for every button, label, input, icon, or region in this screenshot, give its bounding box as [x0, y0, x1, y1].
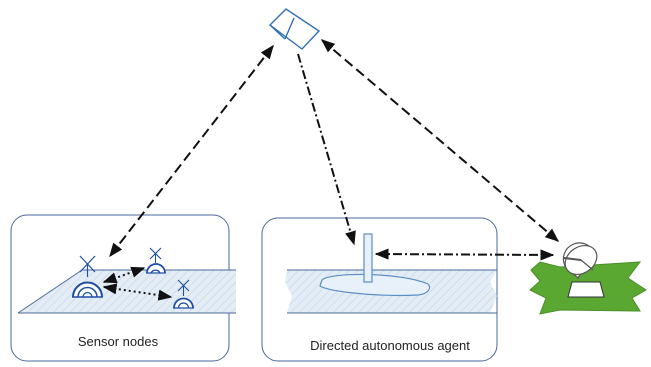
sensor-nodes-label: Sensor nodes	[78, 334, 159, 349]
directed-agent-label: Directed autonomous agent	[310, 338, 470, 353]
link-satellite-ground-station	[320, 39, 560, 242]
sensor-node-icon	[72, 255, 103, 298]
sensor-nodes-panel: Sensor nodes	[10, 214, 236, 362]
autonomous-agent-icon	[319, 233, 431, 297]
link-agent-ground-station	[374, 248, 555, 261]
directed-agent-panel: Directed autonomous agent	[261, 217, 498, 362]
link-node1-node3	[102, 283, 173, 301]
link-node1-node2	[102, 266, 146, 284]
satellite-dish-icon	[529, 242, 647, 315]
satellite-icon	[268, 8, 321, 50]
link-satellite-agent	[297, 53, 356, 246]
sensor-node-icon	[173, 279, 194, 309]
